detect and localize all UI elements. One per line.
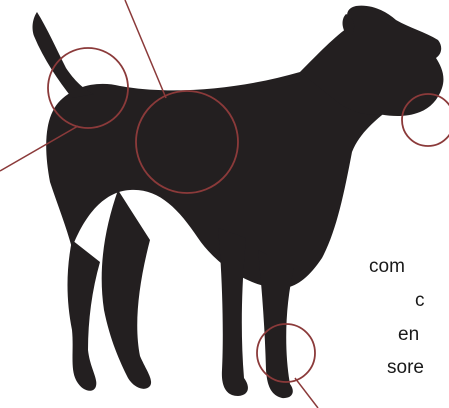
text-fragment-3: en bbox=[398, 325, 419, 344]
dog-back-leg-right bbox=[102, 190, 151, 389]
dog-front-leg-left bbox=[218, 228, 248, 396]
text-fragment-4: sore bbox=[387, 358, 424, 377]
callout-line-paw bbox=[295, 378, 318, 408]
dog-tail bbox=[33, 12, 94, 98]
dog-back-leg-left bbox=[68, 240, 101, 391]
text-fragment-1: com bbox=[369, 257, 405, 276]
text-fragment-2: c bbox=[415, 291, 425, 310]
callout-line-back bbox=[125, 0, 166, 98]
dog-silhouette bbox=[33, 6, 444, 398]
